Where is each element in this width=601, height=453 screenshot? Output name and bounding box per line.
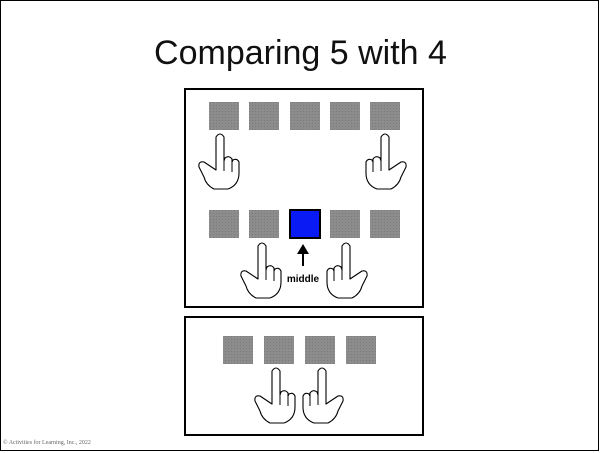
row-1-squares [209, 102, 400, 130]
square [330, 210, 360, 238]
square [223, 336, 253, 364]
copyright-text: © Activities for Learning, Inc., 2022 [3, 440, 91, 446]
square [330, 102, 360, 130]
square [370, 102, 400, 130]
square [346, 336, 376, 364]
square [209, 210, 239, 238]
square [370, 210, 400, 238]
middle-label: middle [287, 274, 320, 285]
row-2-squares [209, 210, 400, 238]
square [249, 102, 279, 130]
square [209, 102, 239, 130]
bottom-panel [185, 317, 423, 435]
middle-square [290, 210, 320, 238]
square [290, 102, 320, 130]
square [305, 336, 335, 364]
square [249, 210, 279, 238]
square [264, 336, 294, 364]
